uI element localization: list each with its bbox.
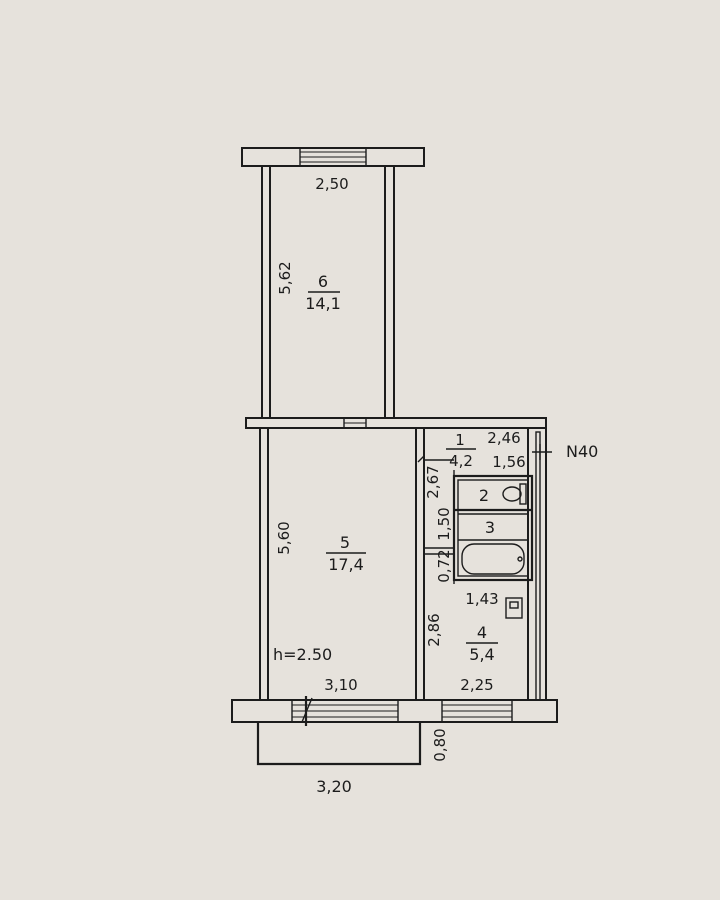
wc-bath-block <box>452 474 534 582</box>
room-1-number: 1 <box>455 431 465 449</box>
dim-bath-length: 1,50 <box>435 507 453 540</box>
dim-hall-length: 2,67 <box>424 465 442 498</box>
room-4-area: 5,4 <box>469 645 494 664</box>
apartment-marker <box>532 444 552 460</box>
toilet-icon <box>502 483 527 505</box>
right-outer-wall <box>527 427 547 705</box>
room-4-label: 4 5,4 <box>466 623 498 664</box>
dim-hall-width: 2,46 <box>487 429 520 447</box>
ceiling-height: h=2.50 <box>273 645 332 664</box>
dim-room6-length: 5,62 <box>276 261 294 294</box>
room-4-number: 4 <box>477 623 487 642</box>
room-3-number: 3 <box>485 518 495 537</box>
room-6-area: 14,1 <box>305 294 341 313</box>
room-5-number: 5 <box>340 533 350 552</box>
room-2-number: 2 <box>479 486 489 505</box>
dim-balcony-width: 3,20 <box>316 777 352 796</box>
room-6-left-wall <box>261 165 271 421</box>
room-5-area: 17,4 <box>328 555 364 574</box>
top-window <box>299 148 367 166</box>
stove-icon <box>505 597 523 619</box>
balcony-outline <box>256 722 422 766</box>
dim-kitchen-width: 2,25 <box>460 676 493 694</box>
dim-hall-inner: 1,56 <box>492 453 525 471</box>
hall-partition <box>417 455 455 584</box>
middle-wall <box>245 417 547 429</box>
dim-kitchen-inner: 1,43 <box>465 590 498 608</box>
dim-kitchen-length: 2,86 <box>425 613 443 646</box>
dim-balcony-depth: 0,80 <box>431 728 449 761</box>
dim-room5-length: 5,60 <box>275 521 293 554</box>
room-5-label: 5 17,4 <box>326 533 366 574</box>
bottom-window-right <box>441 700 513 722</box>
bathtub-icon <box>461 543 525 575</box>
dim-bath-gap: 0,72 <box>435 549 453 582</box>
middle-door <box>343 418 367 428</box>
room-6-right-wall <box>384 165 395 421</box>
room-6-number: 6 <box>318 272 328 291</box>
apartment-number: N40 <box>566 442 598 461</box>
room-1-label: 1 4,2 <box>446 431 476 470</box>
room-6-label: 6 14,1 <box>305 272 341 313</box>
dim-room5-width: 3,10 <box>324 676 357 694</box>
bottom-window-left <box>291 696 399 726</box>
room-1-area: 4,2 <box>449 452 473 470</box>
room-5-right-wall <box>415 427 425 705</box>
dim-room6-width: 2,50 <box>315 175 348 193</box>
room-5-left-wall <box>259 427 269 705</box>
